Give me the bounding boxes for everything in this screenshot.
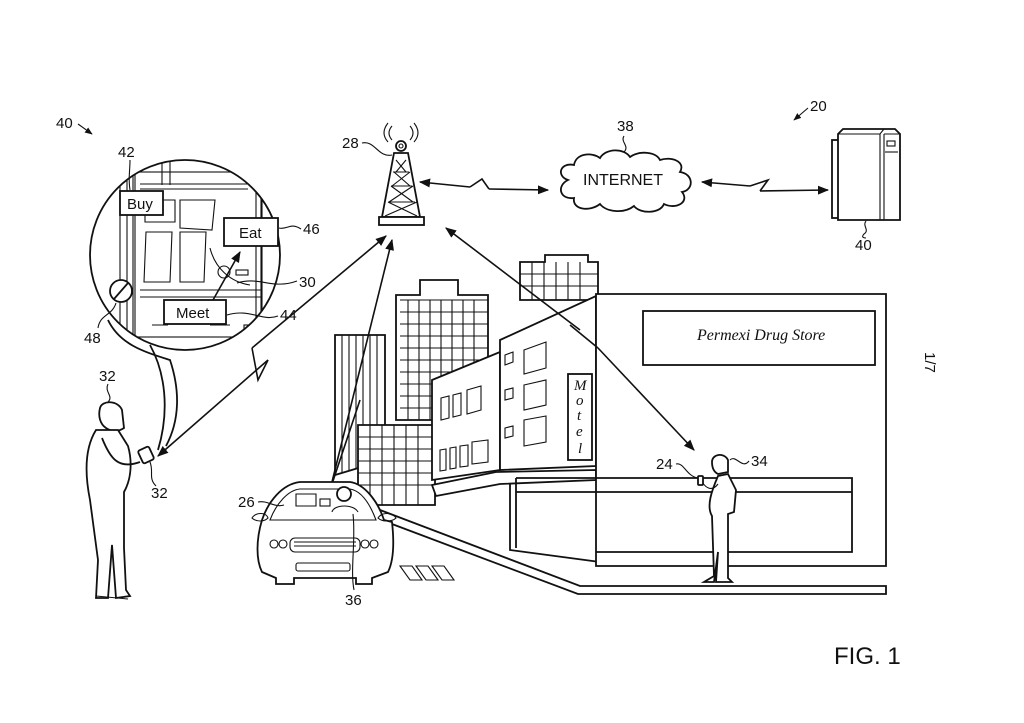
- car-tower-link: [329, 238, 394, 491]
- svg-text:48: 48: [84, 330, 101, 347]
- driver: [331, 486, 359, 513]
- svg-text:24: 24: [656, 456, 673, 473]
- svg-text:Meet: Meet: [176, 305, 210, 322]
- svg-text:l: l: [578, 441, 582, 457]
- svg-text:28: 28: [342, 135, 359, 152]
- car: 26 36: [238, 481, 397, 609]
- sheet-number: 1/7: [921, 352, 938, 373]
- svg-text:34: 34: [751, 453, 768, 470]
- svg-text:Permexi Drug Store: Permexi Drug Store: [696, 327, 825, 344]
- right-user-phone-icon: [697, 475, 704, 486]
- inset-reference: 40: [56, 115, 93, 135]
- motel-sign: M o t e l: [567, 373, 593, 461]
- left-user-phone-icon: [137, 445, 155, 465]
- internet-server-link: [700, 178, 830, 195]
- svg-text:38: 38: [617, 118, 634, 135]
- map-inset: Buy 42 Eat 46 30 Meet 44 48: [84, 144, 320, 451]
- right-user: 24 34: [656, 453, 768, 583]
- internet-cloud: 38 INTERNET: [560, 118, 692, 213]
- svg-text:44: 44: [280, 307, 297, 324]
- map-label-buy: Buy 42: [118, 144, 164, 216]
- city-buildings: M o t e l Permexi Drug Store: [334, 254, 887, 595]
- svg-text:o: o: [576, 393, 584, 409]
- map-label-meet: Meet 44: [163, 251, 297, 325]
- svg-text:36: 36: [345, 592, 362, 609]
- figure-caption: FIG. 1: [834, 643, 901, 670]
- left-user-tower-link: [157, 235, 387, 457]
- svg-text:e: e: [576, 424, 583, 440]
- svg-text:20: 20: [810, 98, 827, 115]
- tower-internet-link: [418, 177, 550, 195]
- svg-text:M: M: [573, 378, 588, 394]
- svg-text:INTERNET: INTERNET: [583, 172, 663, 189]
- left-user: 32 32: [85, 368, 168, 600]
- svg-text:42: 42: [118, 144, 135, 161]
- signal-waves-icon: [383, 122, 419, 143]
- svg-text:46: 46: [303, 221, 320, 238]
- current-location-marker: 30: [217, 265, 316, 291]
- system-reference: 20: [793, 98, 827, 121]
- map-label-eat: Eat 46: [223, 217, 320, 247]
- svg-text:26: 26: [238, 494, 255, 511]
- svg-text:40: 40: [56, 115, 73, 132]
- svg-text:32: 32: [151, 485, 168, 502]
- svg-text:32: 32: [99, 368, 116, 385]
- server: 40: [831, 128, 901, 254]
- cell-tower: 28: [342, 122, 425, 226]
- svg-text:Eat: Eat: [239, 225, 262, 242]
- svg-text:t: t: [577, 408, 582, 424]
- svg-text:40: 40: [855, 237, 872, 254]
- store-sign: Permexi Drug Store: [642, 310, 876, 366]
- prohibited-icon: 48: [84, 279, 133, 347]
- svg-text:Buy: Buy: [127, 196, 153, 213]
- svg-text:30: 30: [299, 274, 316, 291]
- right-user-tower-link: [445, 227, 695, 451]
